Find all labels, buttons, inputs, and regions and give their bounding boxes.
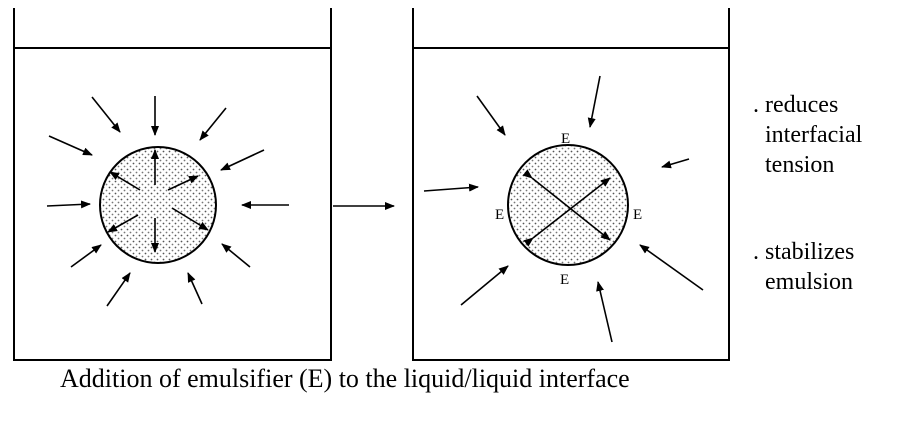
figure-caption: Addition of emulsifier (E) to the liquid… <box>60 364 630 394</box>
arrow <box>49 136 92 155</box>
arrow <box>640 245 703 290</box>
note-stabilizes-emulsion: . stabilizes emulsion <box>753 237 854 297</box>
arrow <box>590 76 600 127</box>
arrow <box>92 97 120 132</box>
arrow <box>107 273 130 306</box>
arrow <box>221 150 264 170</box>
emulsifier-label-bottom: E <box>560 272 569 288</box>
arrow <box>598 282 612 342</box>
emulsifier-label-top: E <box>561 131 570 147</box>
emulsifier-label-left: E <box>495 207 504 223</box>
arrow <box>662 159 689 167</box>
note-reduces-interfacial-tension: . reduces interfacial tension <box>753 90 862 180</box>
arrow <box>200 108 226 140</box>
arrow <box>188 273 202 304</box>
arrow <box>222 244 250 267</box>
right-droplet <box>508 145 628 265</box>
arrow <box>47 204 90 206</box>
arrow <box>461 266 508 305</box>
left-droplet <box>100 147 216 263</box>
emulsifier-label-right: E <box>633 207 642 223</box>
arrow <box>71 245 101 267</box>
arrow <box>477 96 505 135</box>
arrow <box>424 187 478 191</box>
